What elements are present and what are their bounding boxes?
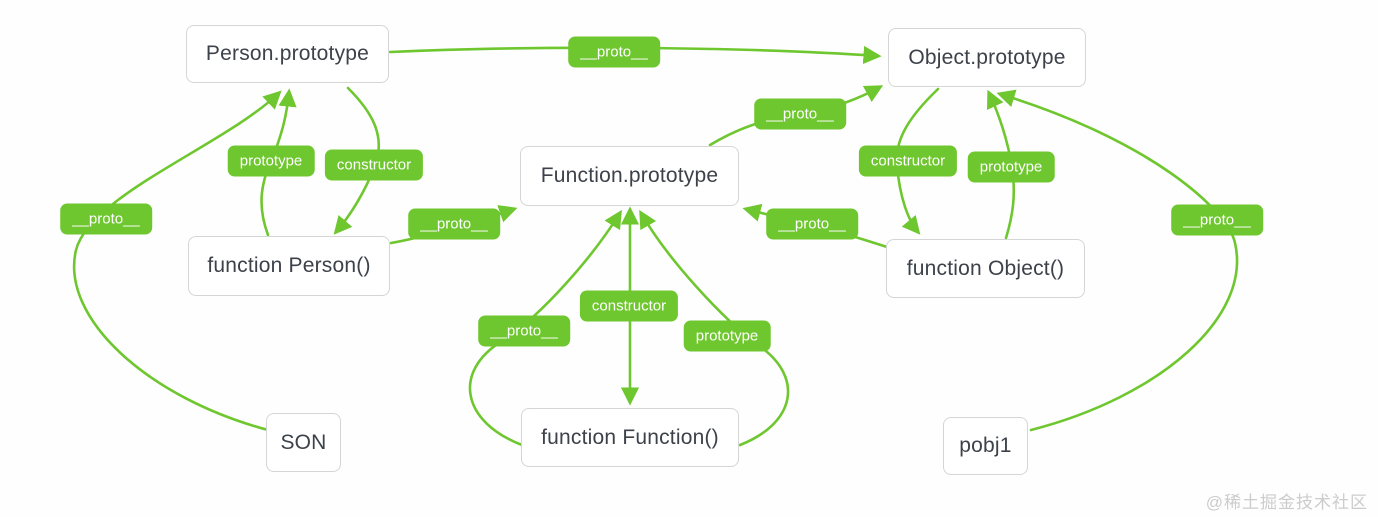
edge-label-object-prototype[interactable]: prototype — [967, 151, 1055, 183]
node-object-prototype[interactable]: Object.prototype — [888, 28, 1086, 87]
node-person-prototype[interactable]: Person.prototype — [186, 25, 389, 83]
edge-son-to-person-prototype — [72, 90, 282, 432]
edge-label-function-proto[interactable]: __proto__ — [478, 315, 570, 347]
edge-label-person-to-object-proto[interactable]: __proto__ — [568, 36, 660, 68]
node-pobj1[interactable]: pobj1 — [943, 417, 1028, 475]
edge-pobj1-to-object-prototype-proto — [996, 89, 1239, 432]
node-function-function[interactable]: function Function() — [521, 408, 739, 467]
edge-label-pobj1-to-object-proto[interactable]: __proto__ — [1171, 204, 1263, 236]
node-function-person[interactable]: function Person() — [188, 236, 390, 296]
edge-label-object-to-function-proto[interactable]: __proto__ — [766, 208, 858, 240]
edge-label-person-to-function-proto[interactable]: __proto__ — [408, 208, 500, 240]
node-son[interactable]: SON — [266, 413, 341, 472]
node-function-prototype[interactable]: Function.prototype — [520, 146, 739, 206]
edge-label-functionproto-to-object-proto[interactable]: __proto__ — [754, 98, 846, 130]
watermark: @稀土掘金技术社区 — [1205, 493, 1368, 512]
edge-label-function-prototype[interactable]: prototype — [683, 320, 771, 352]
edge-label-person-prototype[interactable]: prototype — [227, 145, 315, 177]
edge-label-person-constructor[interactable]: constructor — [324, 149, 424, 181]
edge-label-function-constructor[interactable]: constructor — [579, 290, 679, 322]
edge-label-son-to-person-proto[interactable]: __proto__ — [60, 203, 152, 235]
edge-label-object-constructor[interactable]: constructor — [858, 145, 958, 177]
node-function-object[interactable]: function Object() — [886, 239, 1085, 298]
